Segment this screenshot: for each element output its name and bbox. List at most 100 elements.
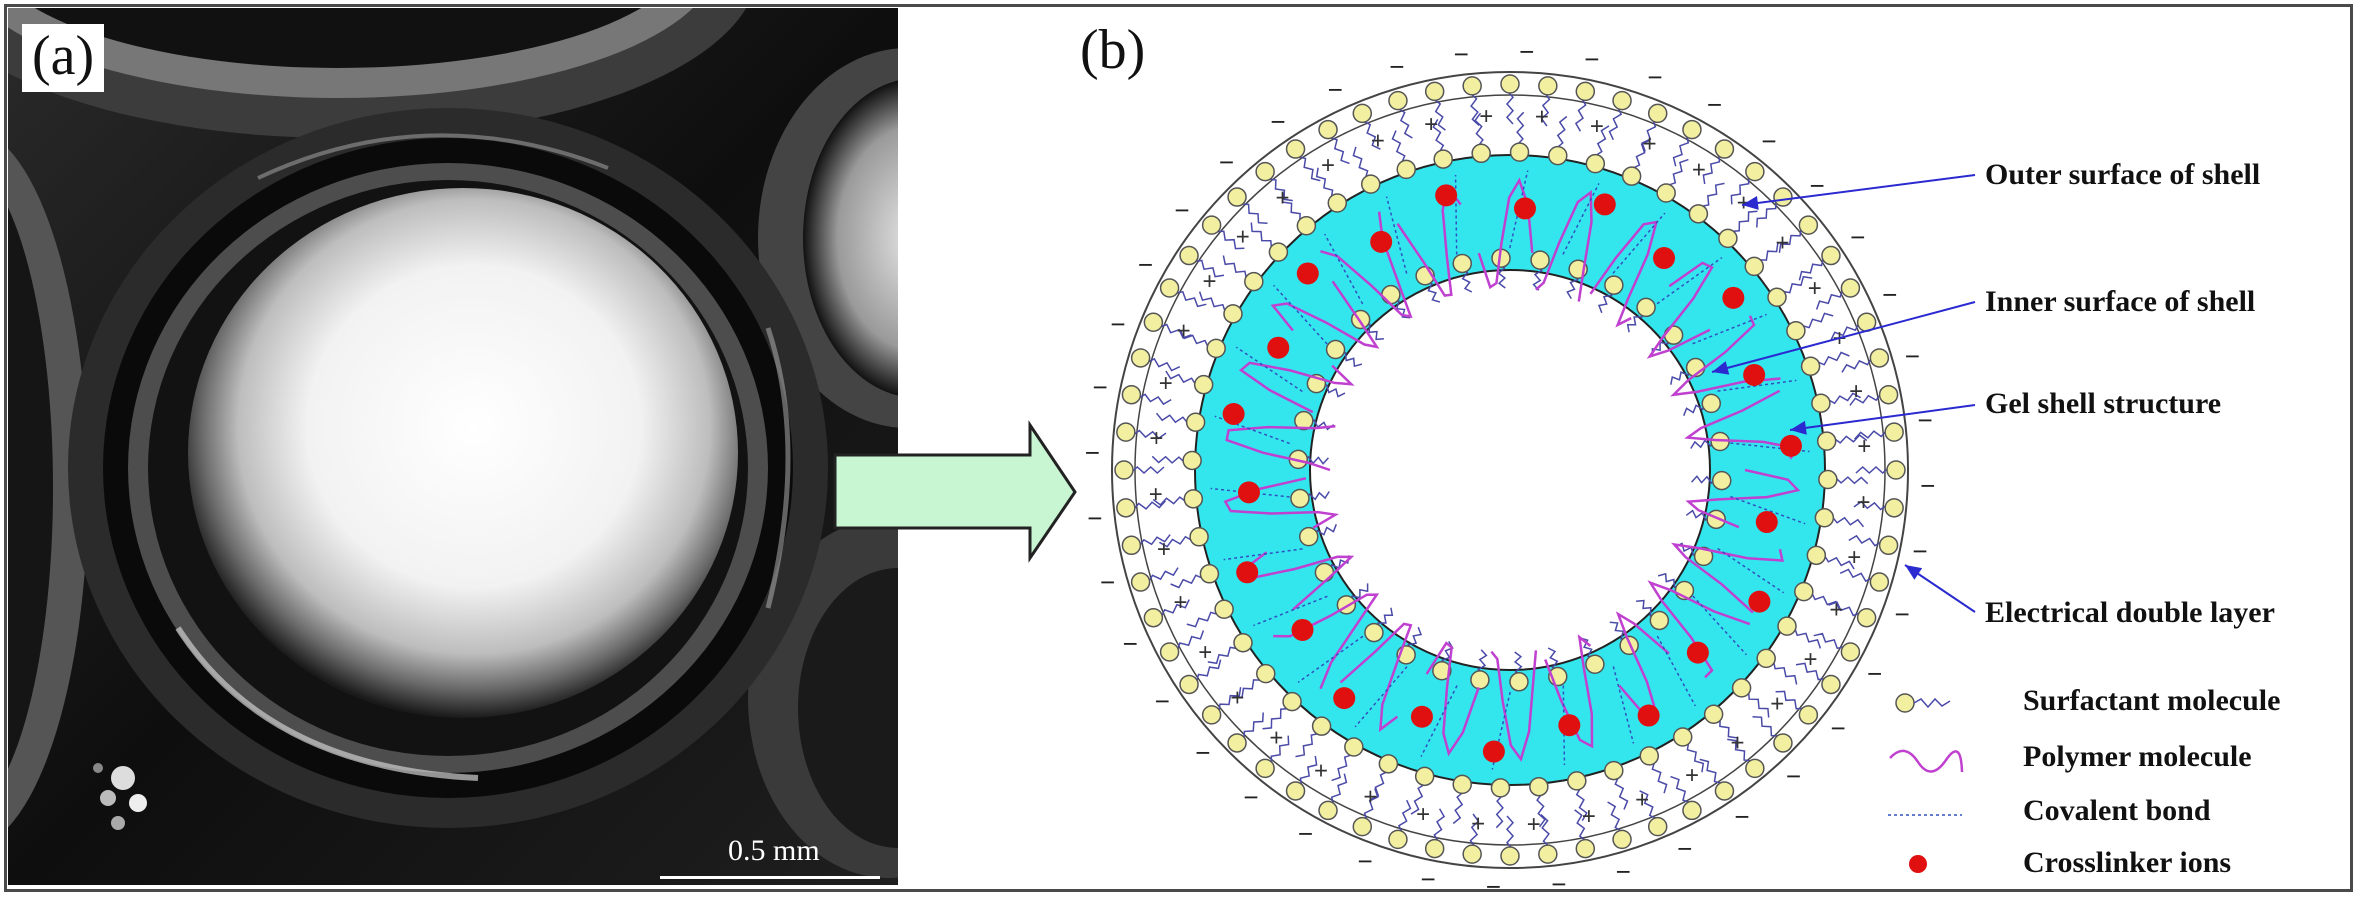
crosslinker-ion [1558, 714, 1581, 737]
crosslinker-ion [1748, 590, 1771, 613]
plus-charge: + [1149, 481, 1163, 508]
edl-surfactant-head [1227, 733, 1247, 753]
outer-shell-surfactant-head [1567, 771, 1587, 791]
minus-charge: − [1830, 713, 1845, 743]
minus-charge: − [1100, 567, 1115, 597]
callout-outer-surface: Outer surface of shell [1985, 158, 2261, 191]
minus-charge: − [1894, 599, 1909, 629]
micrograph-image [8, 8, 898, 885]
edl-surfactant-head [1121, 535, 1142, 556]
minus-charge: − [1085, 437, 1100, 467]
crosslinker-ion [1267, 336, 1290, 359]
edl-surfactant-head [1143, 607, 1164, 628]
covalent-bond [1717, 547, 1785, 594]
plus-charge: + [1808, 275, 1822, 302]
plus-charge: + [1635, 787, 1649, 814]
crosslinker-ion [1653, 247, 1676, 270]
micrograph-panel: (a) 0.5 mm [8, 8, 898, 885]
legend-crosslinker-icon [1909, 855, 1927, 873]
plus-charge: + [1692, 156, 1706, 183]
edl-surfactant-head [1682, 800, 1702, 821]
inner-shell-surfactant-head [1381, 284, 1401, 305]
polymer-chain [1544, 634, 1594, 749]
plus-charge: + [1363, 783, 1377, 810]
outer-shell-surfactant-head [1282, 691, 1302, 712]
minus-charge: − [1810, 170, 1825, 200]
minus-charge: − [1584, 44, 1599, 74]
polymer-chain [1671, 542, 1784, 614]
covalent-bond [1420, 685, 1458, 757]
outer-shell-surfactant-head [1777, 616, 1797, 636]
edl-surfactant-head [1143, 312, 1164, 333]
inner-shell-surfactant-head [1530, 250, 1550, 270]
outer-shell-surfactant-head [1509, 142, 1530, 162]
inner-shell-surfactant-head [1604, 275, 1624, 295]
edl-surfactant-head [1821, 674, 1841, 695]
outer-shell-surfactant-head [1189, 527, 1209, 547]
edl-surfactant-head [1130, 572, 1151, 592]
covalent-bond [1612, 666, 1635, 744]
outer-shell-surfactant-head [1296, 216, 1317, 236]
covalent-bond [1692, 595, 1747, 656]
edl-surfactant-head [1130, 348, 1151, 368]
inner-shell-surfactant-head [1364, 622, 1384, 643]
minus-charge: − [1219, 147, 1234, 177]
minus-charge: − [1551, 869, 1566, 898]
outer-shell-surfactant-head [1223, 304, 1243, 324]
outer-shell-surfactant-head [1767, 287, 1787, 308]
outer-shell-surfactant-head [1585, 153, 1606, 174]
crosslinker-ion [1743, 363, 1766, 386]
plus-charge: + [1857, 433, 1871, 460]
plus-charge: + [1847, 544, 1861, 571]
legend-covalent-label: Covalent bond [2023, 794, 2211, 827]
edl-surfactant-head [1121, 384, 1142, 405]
edl-surfactant-head [1318, 119, 1338, 140]
transition-arrow [833, 420, 1077, 563]
covalent-bond [1509, 170, 1529, 249]
inner-shell-surfactant-head [1470, 670, 1490, 690]
edl-surfactant-head [1179, 245, 1199, 266]
plus-charge: + [1173, 589, 1187, 616]
edl-surfactant-head [1773, 733, 1793, 753]
edl-surfactant-head [1821, 245, 1841, 266]
plus-charge: + [1321, 152, 1335, 179]
minus-charge: − [1707, 89, 1722, 119]
edl-surfactant-head [1878, 384, 1899, 405]
minus-charge: − [1195, 738, 1210, 768]
plus-charge: + [1804, 646, 1818, 673]
edl-surfactant-head [1612, 90, 1632, 111]
minus-charge: − [1905, 341, 1920, 371]
edl-surfactant-head [1647, 816, 1668, 837]
polymer-chain [1270, 280, 1380, 349]
covalent-bond [1385, 196, 1408, 274]
edl-surfactant-head [1773, 187, 1793, 207]
minus-charge: − [1357, 846, 1372, 876]
plus-charge: + [1643, 131, 1657, 158]
edl-outer-line [1111, 71, 1909, 869]
minus-charge: − [1174, 195, 1189, 225]
plus-charge: + [1236, 223, 1250, 250]
covalent-bond [1562, 183, 1600, 255]
plus-charge: + [1737, 190, 1751, 217]
plus-charge: + [1685, 762, 1699, 789]
edl-surfactant-head [1856, 607, 1877, 628]
minus-charge: − [1123, 629, 1138, 659]
polymer-chain [1589, 220, 1659, 328]
edl-surfactant-head [1612, 829, 1632, 850]
edl-surfactant-head [1201, 705, 1222, 725]
edl-surfactant-head [1500, 846, 1520, 866]
minus-charge: − [1138, 249, 1153, 279]
minus-charge: − [1110, 309, 1125, 339]
crosslinker-ion [1296, 262, 1319, 285]
minus-charge: − [1918, 405, 1933, 435]
crosslinker-ion [1370, 230, 1393, 253]
edl-surfactant-head [1878, 535, 1899, 556]
outer-shell-surfactant-head [1344, 737, 1364, 757]
inner-shell-surfactant-head [1294, 410, 1314, 431]
covalent-bond [1354, 666, 1408, 728]
edl-surfactant-head [1745, 161, 1765, 182]
inner-shell-surfactant-head [1298, 526, 1319, 547]
edl-surfactant-head [1869, 348, 1890, 368]
inner-shell-surfactant-head [1509, 672, 1529, 692]
